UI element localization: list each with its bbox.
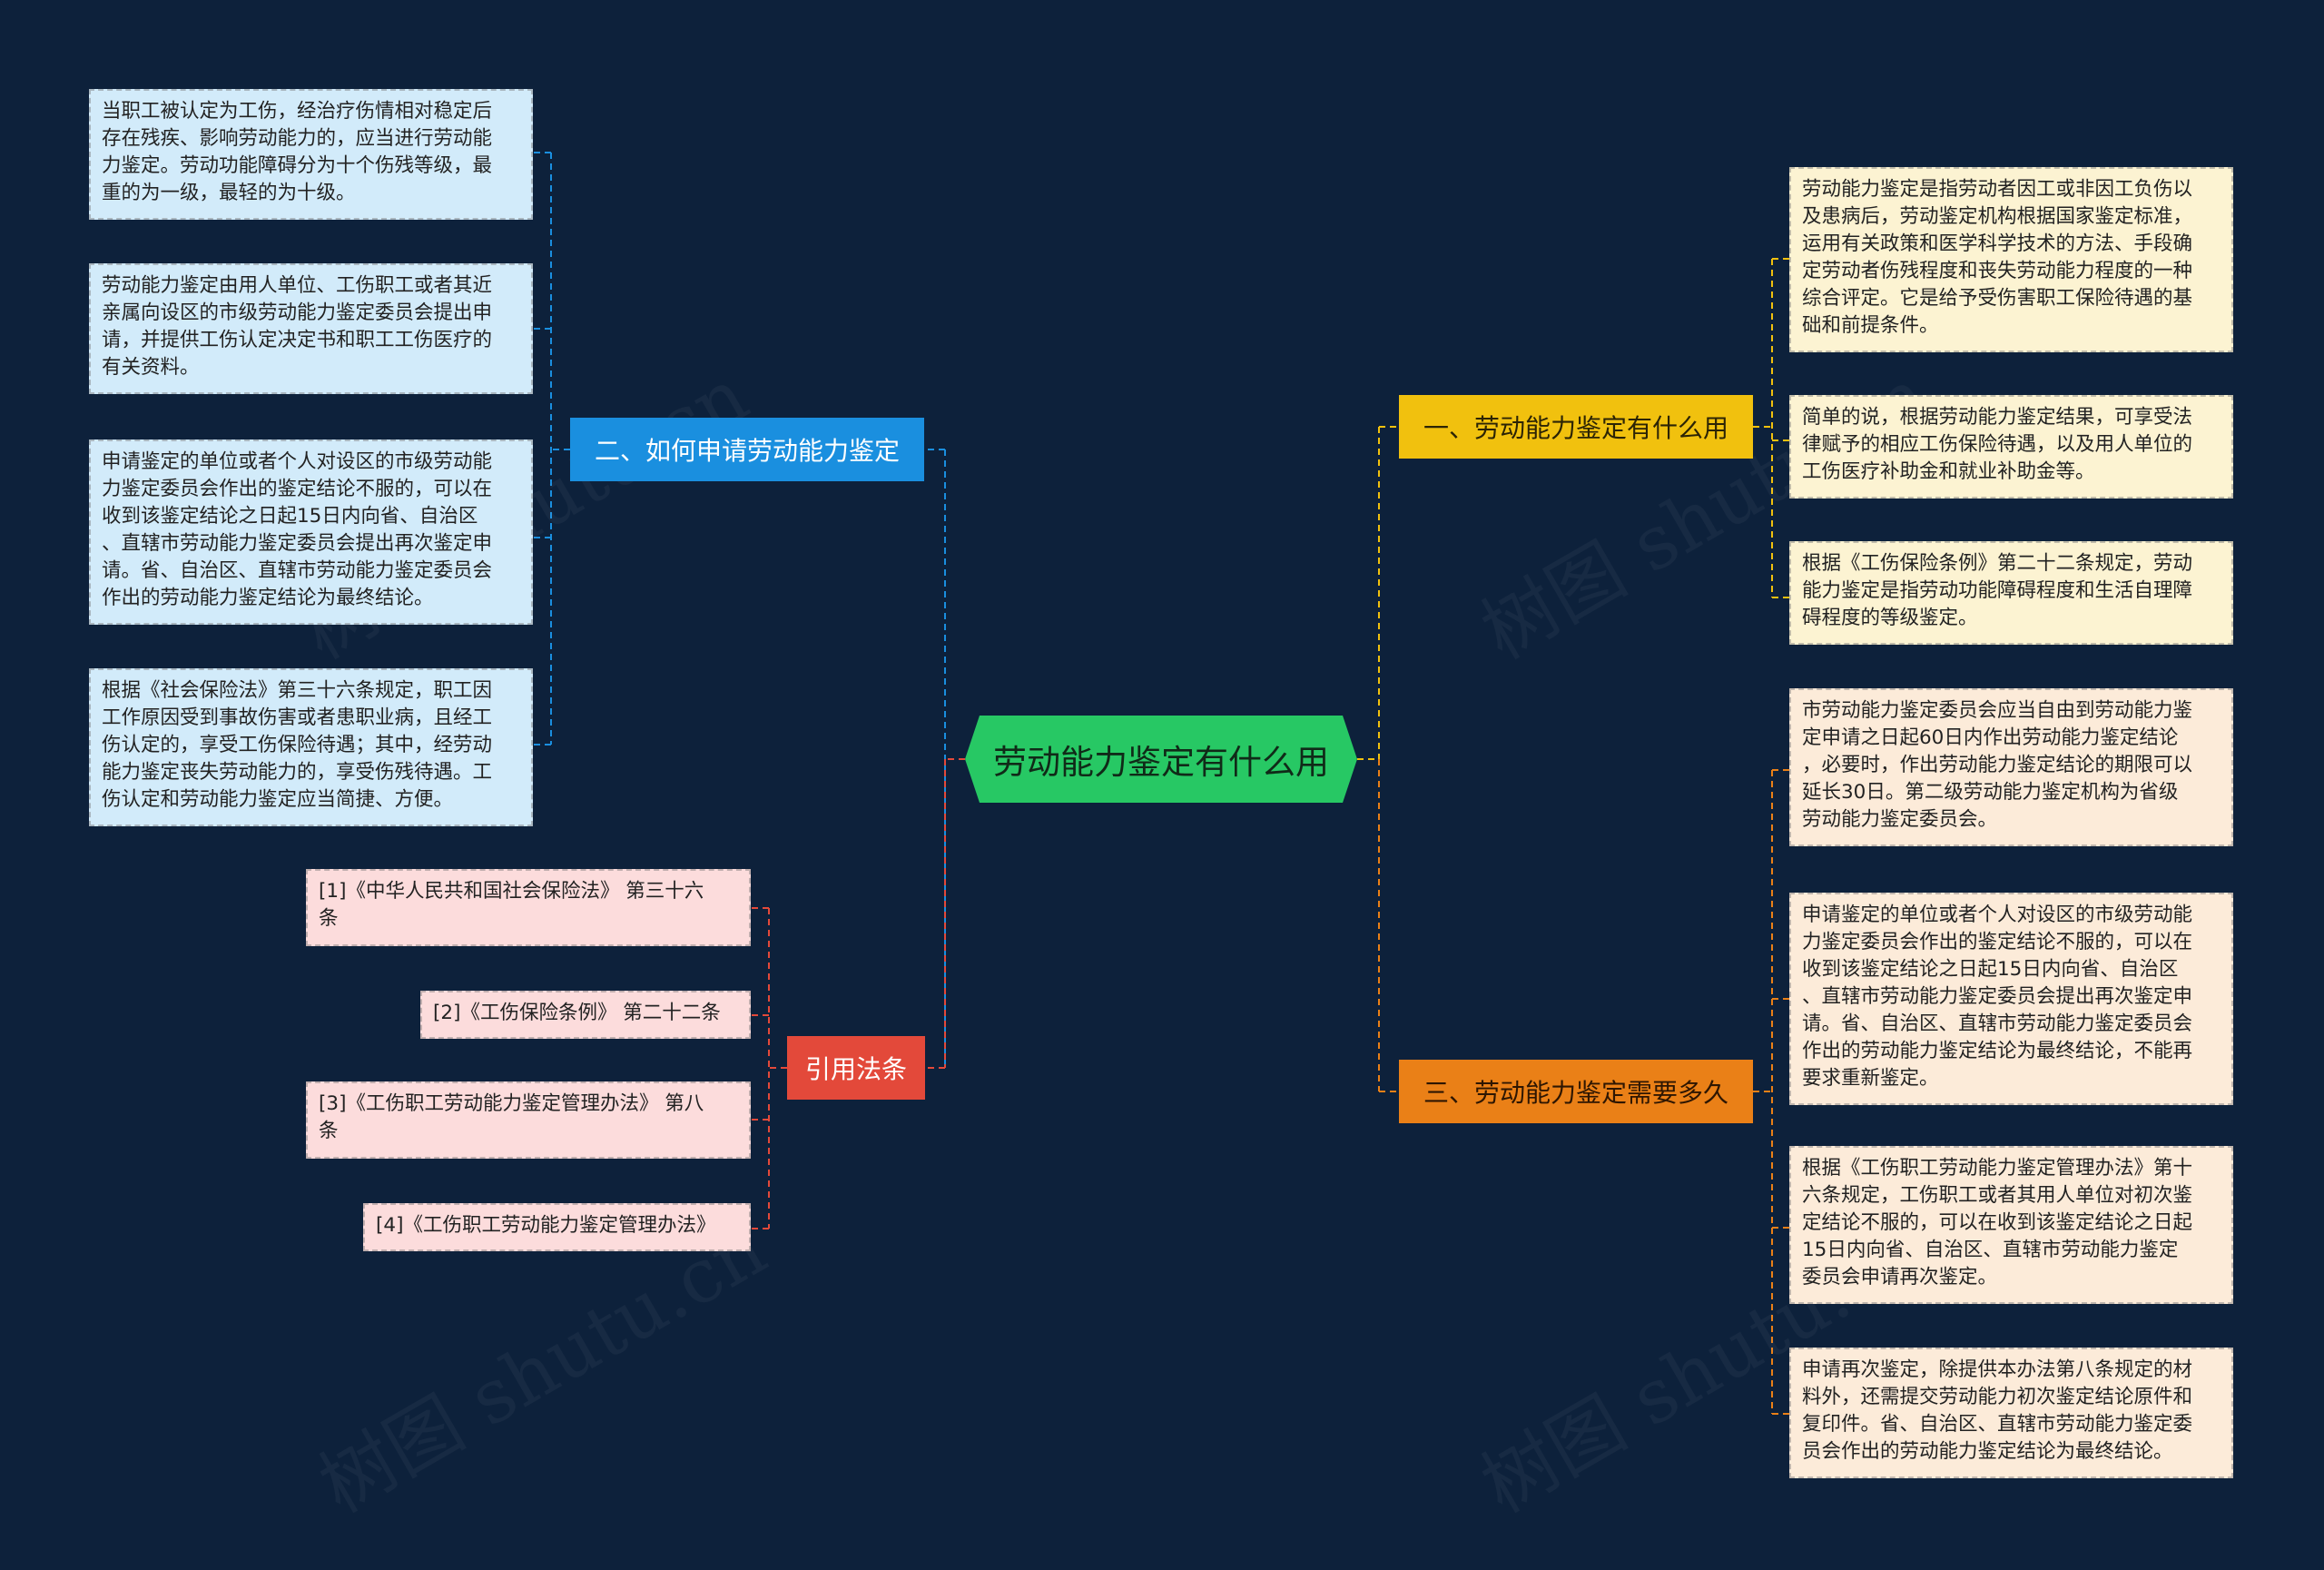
branch-citations[interactable]: 引用法条 — [787, 1036, 925, 1100]
leaf-how-to-apply-1[interactable]: 当职工被认定为工伤，经治疗伤情相对稳定后 存在残疾、影响劳动能力的，应当进行劳动… — [89, 89, 533, 220]
branch-how-to-apply[interactable]: 二、如何申请劳动能力鉴定 — [570, 418, 924, 481]
leaf-how-long-3[interactable]: 根据《工伤职工劳动能力鉴定管理办法》第十 六条规定，工伤职工或者其用人单位对初次… — [1789, 1146, 2233, 1304]
leaf-how-to-apply-3[interactable]: 申请鉴定的单位或者个人对设区的市级劳动能 力鉴定委员会作出的鉴定结论不服的，可以… — [89, 439, 533, 625]
central-topic-node[interactable]: 劳动能力鉴定有什么用 — [965, 716, 1357, 803]
leaf-how-long-2[interactable]: 申请鉴定的单位或者个人对设区的市级劳动能 力鉴定委员会作出的鉴定结论不服的，可以… — [1789, 893, 2233, 1105]
branch-what-use[interactable]: 一、劳动能力鉴定有什么用 — [1399, 395, 1753, 459]
leaf-how-long-1[interactable]: 市劳动能力鉴定委员会应当自由到劳动能力鉴 定申请之日起60日内作出劳动能力鉴定结… — [1789, 688, 2233, 846]
leaf-what-use-2[interactable]: 简单的说，根据劳动能力鉴定结果，可享受法 律赋予的相应工伤保险待遇，以及用人单位… — [1789, 395, 2233, 499]
leaf-how-to-apply-4[interactable]: 根据《社会保险法》第三十六条规定，职工因 工作原因受到事故伤害或者患职业病，且经… — [89, 668, 533, 826]
leaf-what-use-1[interactable]: 劳动能力鉴定是指劳动者因工或非因工负伤以 及患病后，劳动鉴定机构根据国家鉴定标准… — [1789, 167, 2233, 352]
leaf-citation-1[interactable]: [1]《中华人民共和国社会保险法》 第三十六 条 — [306, 869, 751, 946]
branch-how-long[interactable]: 三、劳动能力鉴定需要多久 — [1399, 1060, 1753, 1123]
leaf-citation-3[interactable]: [3]《工伤职工劳动能力鉴定管理办法》 第八 条 — [306, 1081, 751, 1159]
leaf-citation-2[interactable]: [2]《工伤保险条例》 第二十二条 — [420, 991, 751, 1039]
leaf-citation-4[interactable]: [4]《工伤职工劳动能力鉴定管理办法》 — [363, 1203, 751, 1251]
leaf-how-long-4[interactable]: 申请再次鉴定，除提供本办法第八条规定的材 料外，还需提交劳动能力初次鉴定结论原件… — [1789, 1348, 2233, 1478]
leaf-how-to-apply-2[interactable]: 劳动能力鉴定由用人单位、工伤职工或者其近 亲属向设区的市级劳动能力鉴定委员会提出… — [89, 263, 533, 394]
leaf-what-use-3[interactable]: 根据《工伤保险条例》第二十二条规定，劳动 能力鉴定是指劳动功能障碍程度和生活自理… — [1789, 541, 2233, 645]
